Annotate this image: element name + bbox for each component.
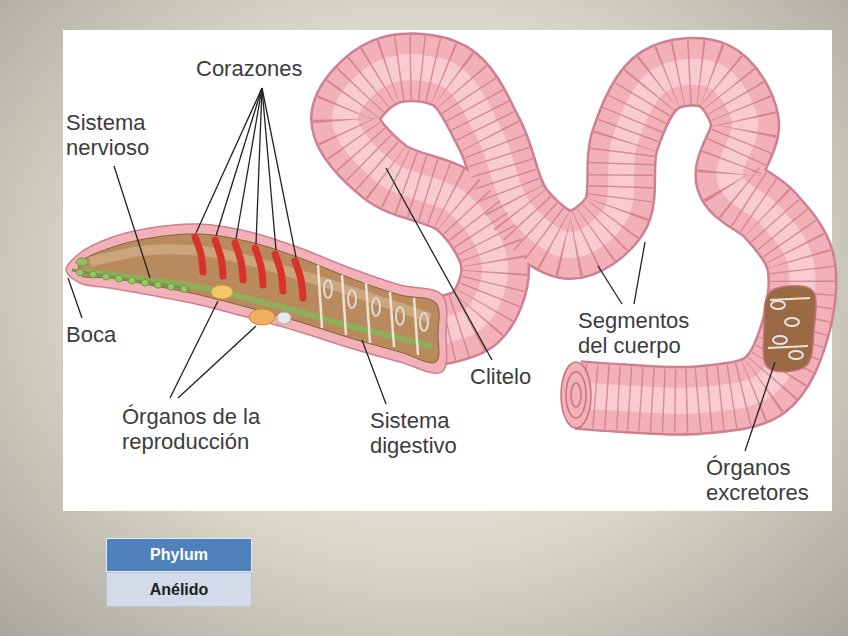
septum bbox=[768, 346, 808, 348]
leader-line bbox=[745, 362, 775, 451]
heart bbox=[255, 248, 263, 285]
septum bbox=[390, 292, 394, 347]
excretory-window bbox=[763, 286, 816, 372]
ganglion bbox=[116, 275, 123, 282]
septum bbox=[414, 298, 418, 355]
leader-line bbox=[262, 88, 276, 250]
nephridium bbox=[785, 318, 799, 326]
septum bbox=[770, 298, 810, 300]
nephridium bbox=[324, 280, 332, 298]
leader-line bbox=[386, 168, 492, 360]
earthworm bbox=[66, 67, 816, 428]
leader-line bbox=[196, 88, 262, 233]
ganglion bbox=[90, 271, 97, 278]
heart bbox=[295, 261, 303, 298]
leader-line bbox=[256, 88, 262, 244]
ganglion bbox=[129, 277, 136, 284]
nephridium bbox=[773, 336, 787, 344]
body-cavity bbox=[78, 234, 439, 363]
ganglion bbox=[103, 273, 110, 280]
leader-line bbox=[362, 340, 386, 404]
brain bbox=[76, 258, 88, 266]
heart bbox=[195, 237, 203, 272]
nephridium bbox=[348, 290, 356, 308]
leader-line bbox=[262, 88, 296, 257]
leader-line bbox=[634, 242, 645, 304]
septum bbox=[366, 283, 370, 343]
leader-line bbox=[68, 278, 82, 318]
nephridium bbox=[396, 307, 404, 325]
nephridium bbox=[372, 298, 380, 316]
white-panel bbox=[63, 30, 832, 511]
cell-text: Anélido bbox=[150, 581, 209, 599]
ganglion bbox=[181, 285, 188, 292]
table-header-cell: Phylum bbox=[106, 538, 252, 572]
leader-line bbox=[598, 266, 622, 304]
leader-lines bbox=[68, 88, 775, 451]
reproductive-organ bbox=[277, 312, 291, 324]
part-label: Boca bbox=[66, 322, 116, 347]
part-label: Segmentos del cuerpo bbox=[578, 308, 708, 359]
cutaway-wall bbox=[66, 224, 447, 373]
part-label: Sistema nervioso bbox=[66, 110, 166, 161]
ganglion bbox=[142, 279, 149, 286]
leader-line bbox=[114, 166, 150, 278]
part-label: Corazones bbox=[196, 56, 302, 81]
reproductive-organ bbox=[211, 285, 233, 299]
tail-ring bbox=[566, 372, 586, 418]
tail-ring bbox=[561, 362, 591, 428]
heart bbox=[235, 243, 243, 280]
nephridium bbox=[420, 313, 428, 331]
nephridium bbox=[789, 351, 803, 359]
part-label: Sistema digestivo bbox=[370, 408, 470, 459]
leader-line bbox=[236, 88, 262, 239]
tail-ring bbox=[571, 383, 581, 407]
part-label: Órganos excretores bbox=[706, 455, 826, 506]
part-label: Clitelo bbox=[470, 364, 531, 389]
part-label: Órganos de la reproducción bbox=[122, 404, 322, 455]
septum bbox=[342, 275, 346, 335]
leader-line bbox=[178, 326, 256, 398]
ganglion bbox=[77, 269, 84, 276]
table-cell: Anélido bbox=[106, 572, 252, 607]
ganglion bbox=[168, 283, 175, 290]
septum bbox=[318, 265, 322, 328]
heart bbox=[215, 240, 223, 276]
nephridium bbox=[771, 301, 785, 309]
cell-text: Phylum bbox=[150, 546, 208, 564]
heart bbox=[275, 254, 283, 291]
ganglion bbox=[155, 281, 162, 288]
reproductive-organ bbox=[249, 309, 275, 325]
leader-line bbox=[216, 88, 262, 236]
